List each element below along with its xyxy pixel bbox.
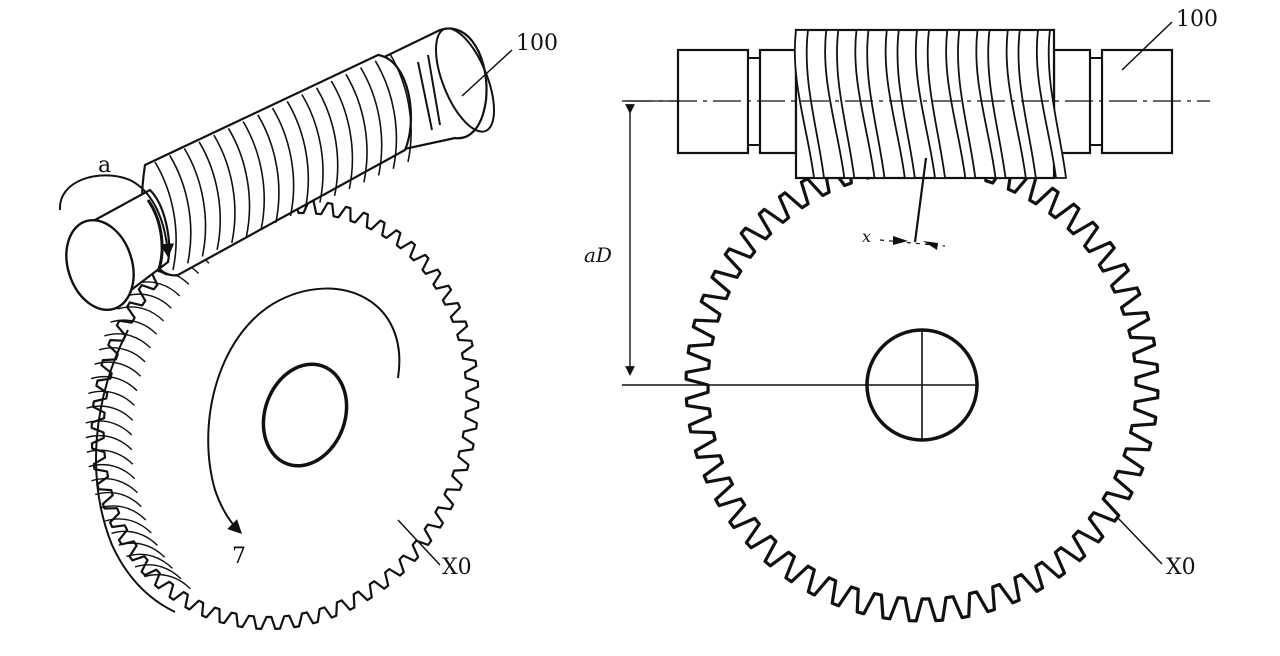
worm-thread-line bbox=[301, 94, 324, 203]
worm-thread-line bbox=[359, 67, 383, 176]
label-offset: x bbox=[862, 227, 871, 246]
worm-thread-line bbox=[154, 161, 177, 271]
wheel-side-band bbox=[95, 329, 176, 613]
wheel-tooth-hatch-line bbox=[99, 505, 147, 521]
worm-thread-flank bbox=[1035, 29, 1068, 179]
worm-thread-flank bbox=[1005, 29, 1037, 179]
front-view: aD x 100 X0 bbox=[584, 7, 1218, 623]
wheel-tooth-hatch-line bbox=[86, 449, 134, 465]
worm-thread-line bbox=[271, 107, 295, 217]
worm-rotation-arrow-isometric bbox=[58, 174, 175, 258]
worm-thread-lines bbox=[154, 53, 412, 271]
worm-wheel-isometric bbox=[85, 200, 480, 630]
worm-thread-line bbox=[169, 154, 192, 264]
wheel-tooth-hatch-line bbox=[85, 434, 133, 451]
leader-wheel-front bbox=[1117, 517, 1163, 565]
offset-arrow-left bbox=[893, 236, 908, 245]
worm-thread-line bbox=[242, 121, 265, 230]
label-worm-rotation: a bbox=[98, 153, 111, 178]
leader-worm-isometric bbox=[461, 49, 513, 97]
worm-thread-flank bbox=[854, 29, 886, 179]
wheel-tooth-hatch-line bbox=[98, 347, 146, 363]
wheel-rotation-arrow-isometric bbox=[207, 287, 401, 534]
worm-thread-line bbox=[227, 127, 251, 237]
worm-wheel-front bbox=[684, 147, 1160, 623]
wheel-tooth-hatch-line bbox=[104, 333, 151, 349]
worm-thread-line bbox=[198, 141, 221, 250]
wheel-tooth-hatch-line bbox=[105, 518, 152, 534]
wheel-tooth-hatch-line bbox=[144, 573, 191, 590]
worm-thread-line bbox=[345, 73, 368, 183]
worm-thread-flank bbox=[914, 29, 947, 179]
offset-arrow-right bbox=[923, 241, 938, 250]
wheel-tooth-hatch-line bbox=[91, 478, 138, 494]
wheel-hub-bore bbox=[261, 362, 349, 468]
worm-thread-line bbox=[330, 80, 354, 190]
wheel-tooth-hatch-line bbox=[94, 361, 142, 377]
offset-leader bbox=[913, 157, 928, 243]
wheel-tooth-hatch-line bbox=[88, 390, 135, 406]
label-center-distance: aD bbox=[584, 243, 612, 267]
worm-front bbox=[625, 28, 1210, 180]
label-wheel-front: X0 bbox=[1166, 555, 1196, 580]
label-worm-isometric: 100 bbox=[516, 31, 558, 56]
label-wheel-isometric: X0 bbox=[442, 555, 472, 580]
worm-thread-line bbox=[183, 148, 207, 257]
worm-thread-line bbox=[315, 87, 339, 196]
wheel-tooth-hatch-line bbox=[126, 553, 173, 569]
leader-worm-front bbox=[1121, 21, 1173, 71]
wheel-tooth-hatch-line bbox=[85, 420, 133, 436]
wheel-tooth-hatch-line bbox=[88, 463, 136, 480]
label-wheel-rotation: 7 bbox=[232, 544, 246, 569]
label-worm-front: 100 bbox=[1176, 7, 1218, 32]
worm-thread-line bbox=[286, 100, 310, 210]
leader-wheel-isometric bbox=[397, 519, 441, 566]
wheel-tooth-hatch-line bbox=[110, 319, 158, 335]
worm-shaft-end bbox=[65, 218, 135, 312]
worm-thread-flank bbox=[824, 29, 856, 179]
wheel-tooth-hatch-line bbox=[90, 375, 138, 392]
wheel-tooth-hatch-line bbox=[111, 530, 158, 546]
worm-thread-line bbox=[374, 60, 398, 169]
isometric-view: 100 X0 a 7 bbox=[58, 27, 558, 630]
worm-thread-flank bbox=[793, 29, 826, 179]
worm-thread-line bbox=[257, 114, 280, 223]
worm-thread-line bbox=[389, 53, 412, 163]
wheel-tooth-hatch-line bbox=[134, 564, 182, 580]
wheel-tooth-hatch-line bbox=[118, 542, 166, 558]
wheel-tooth-hatch-line bbox=[94, 491, 142, 508]
worm-thread-flanks bbox=[793, 29, 1068, 179]
worm-thread-flank bbox=[945, 29, 977, 179]
wheel-tooth-hatch-line bbox=[117, 306, 164, 322]
wheel-tooth-hatch-line bbox=[86, 405, 134, 421]
worm-thread-flank bbox=[884, 29, 916, 179]
worm-thread-flank bbox=[975, 29, 1007, 179]
worm-isometric bbox=[58, 27, 495, 312]
worm-thread-line bbox=[213, 134, 236, 244]
